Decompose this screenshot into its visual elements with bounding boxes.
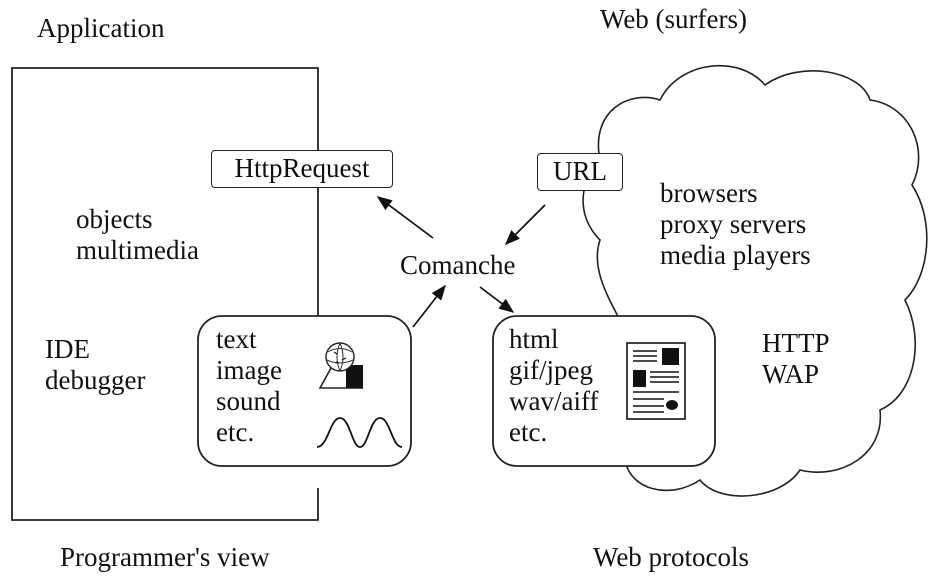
client-browsers: browsers — [660, 178, 758, 208]
arrow-from-media-left — [412, 284, 446, 328]
feature-objects: objects — [76, 204, 153, 234]
document-icon — [626, 342, 686, 420]
tool-debugger: debugger — [45, 365, 146, 395]
media-list-right: html gif/jpeg wav/aiff etc. — [509, 324, 598, 448]
image-icon — [318, 342, 364, 389]
web-clients-list: browsers proxy servers media players — [660, 178, 811, 271]
application-title: Application — [37, 13, 165, 43]
tool-ide: IDE — [45, 334, 90, 364]
media-item-image: image — [216, 355, 282, 385]
format-html: html — [509, 324, 559, 354]
application-tools: IDE debugger — [45, 334, 145, 396]
programmers-view-caption: Programmer's view — [60, 542, 270, 572]
httprequest-box: HttpRequest — [211, 150, 393, 188]
media-item-text: text — [216, 324, 257, 354]
application-features: objects multimedia — [76, 204, 199, 266]
arrow-to-media-right — [479, 286, 515, 313]
media-box-left — [197, 315, 412, 467]
feature-multimedia: multimedia — [76, 235, 199, 265]
media-item-sound: sound — [216, 386, 281, 416]
arrow-from-url — [504, 204, 546, 246]
format-gif-jpeg: gif/jpeg — [509, 355, 593, 385]
comanche-label: Comanche — [400, 250, 516, 280]
media-item-etc: etc. — [216, 417, 255, 447]
arrow-to-httprequest — [376, 196, 434, 239]
media-list-left: text image sound etc. — [216, 324, 282, 448]
web-protocols-caption: Web protocols — [593, 542, 750, 572]
application-panel — [11, 67, 319, 521]
web-protocols-list: HTTP WAP — [762, 328, 830, 390]
protocol-http: HTTP — [762, 328, 830, 358]
client-media-players: media players — [660, 240, 811, 270]
url-box: URL — [537, 153, 623, 191]
client-proxy-servers: proxy servers — [660, 209, 807, 239]
format-wav-aiff: wav/aiff — [509, 386, 599, 416]
protocol-wap: WAP — [762, 359, 820, 389]
web-surfers-title: Web (surfers) — [600, 4, 748, 34]
format-etc: etc. — [509, 417, 548, 447]
sound-wave-icon — [316, 417, 403, 448]
